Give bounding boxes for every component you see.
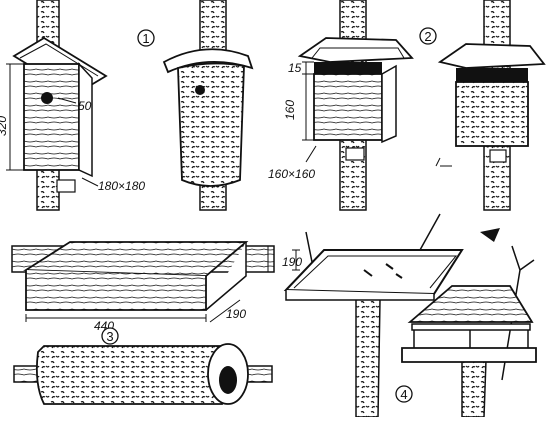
entrance-hole-1 — [41, 92, 53, 104]
birdhouse-1-planked: 320 50 180×180 — [0, 0, 145, 211]
marker-4-label: 4 — [400, 387, 407, 402]
dim-base-1: 180×180 — [98, 179, 145, 193]
roof-2b — [437, 43, 546, 69]
box-side-2 — [381, 64, 397, 144]
marker-1-label: 1 — [142, 31, 149, 46]
tray-front-3 — [25, 270, 207, 311]
flying-bird-icon — [480, 228, 500, 242]
birds-on-tray-4 — [363, 263, 403, 279]
mount-block-2b — [489, 149, 507, 163]
feeder-3-log — [13, 343, 273, 405]
feeder-3-plank: 440 190 — [11, 241, 275, 333]
log-body-2b — [455, 81, 529, 147]
hollow-log-3b — [35, 345, 223, 405]
tree-trunk-4 — [355, 299, 381, 418]
birdhouse-2-square: 15 160 160×160 — [268, 0, 414, 211]
marker-2: 2 — [419, 27, 437, 45]
roof-gap-2b — [456, 68, 528, 82]
marker-4: 4 — [395, 385, 413, 403]
marker-1: 1 — [137, 29, 155, 47]
dim-height-4: 190 — [282, 255, 302, 269]
platform-tray-4 — [283, 249, 464, 296]
box-side-1 — [78, 62, 93, 178]
dim-height-2: 160 — [283, 100, 297, 120]
entrance-hole-1b — [195, 85, 205, 95]
marker-3: 3 — [101, 327, 119, 345]
mount-block-1 — [56, 179, 76, 193]
hole-pointer-1 — [57, 97, 77, 104]
feeder-tray-4b — [401, 347, 537, 363]
box-front-2 — [313, 73, 383, 141]
dim-height-1: 320 — [0, 116, 9, 136]
feeder-4-roofed — [401, 245, 537, 418]
mount-block-2 — [345, 147, 365, 161]
dim-roof-gap-2: 15 — [288, 61, 302, 75]
log-body-1b — [177, 62, 245, 187]
birdhouse-1-log — [162, 0, 254, 211]
marker-3-label: 3 — [106, 329, 113, 344]
box-front-1 — [23, 63, 80, 171]
birdhouse-2-log — [435, 0, 546, 211]
marker-2-label: 2 — [424, 29, 431, 44]
dim-hole-1: 50 — [78, 99, 92, 113]
roof-2 — [297, 37, 414, 63]
dim-depth-3: 190 — [226, 307, 246, 321]
feeder-4-platform: 190 — [282, 213, 500, 418]
feeder-roof-4b — [407, 285, 534, 323]
tree-trunk-4b — [461, 359, 487, 418]
roof-gap-2 — [314, 62, 382, 74]
log-opening-3b — [219, 366, 237, 394]
dim-base-2: 160×160 — [268, 167, 315, 181]
